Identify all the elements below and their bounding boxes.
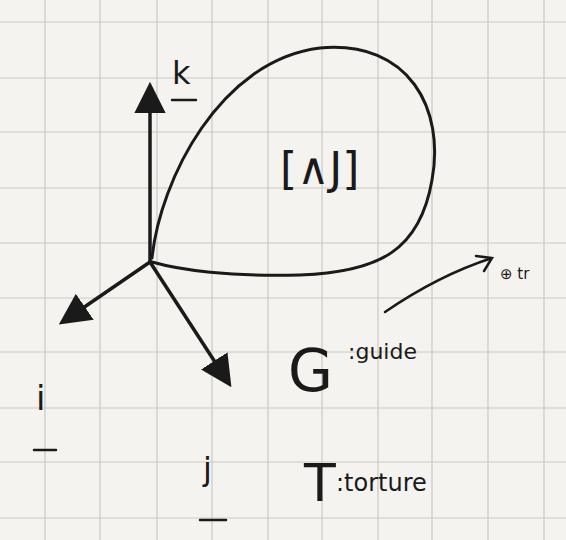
axis-j bbox=[150, 262, 228, 382]
leader-arrow bbox=[385, 256, 492, 312]
symbol-letter: T bbox=[304, 455, 336, 512]
note: ⊕ tr bbox=[500, 266, 529, 283]
symbol-letter: G bbox=[288, 340, 333, 404]
legend-note: :torture bbox=[336, 470, 427, 496]
axis-i bbox=[64, 262, 150, 321]
underline bbox=[34, 449, 56, 452]
underline bbox=[200, 519, 226, 522]
underline bbox=[172, 99, 196, 102]
axis-k bbox=[148, 88, 152, 262]
axis-name: i bbox=[36, 380, 45, 417]
axis-name: k bbox=[172, 56, 191, 91]
region-label: [∧J] bbox=[280, 145, 360, 193]
axis-name: j bbox=[203, 452, 212, 487]
legend-note: :guide bbox=[348, 340, 417, 364]
